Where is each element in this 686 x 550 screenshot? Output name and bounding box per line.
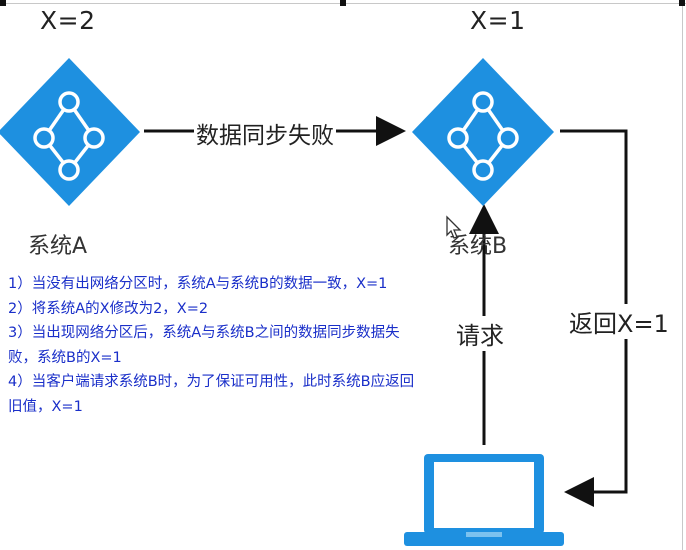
selection-handle-top-center[interactable] [340, 0, 346, 6]
system-b-label: 系统B [448, 234, 508, 259]
frame-right-border [682, 3, 683, 550]
note-item: 3）当出现网络分区后，系统A与系统B之间的数据同步数据失败，系统B的X=1 [8, 325, 400, 366]
selection-handle-top-left[interactable] [0, 0, 6, 6]
request-label: 请求 [456, 316, 504, 351]
laptop-icon [404, 454, 564, 546]
network-node-icon [412, 58, 554, 206]
network-node-icon [0, 58, 140, 206]
system-a-label: 系统A [28, 234, 88, 259]
system-b-value: X=1 [470, 6, 526, 35]
selection-handle-top-right[interactable] [679, 0, 685, 6]
sync-failed-label: 数据同步失败 [194, 116, 336, 150]
mouse-pointer-icon [446, 215, 462, 239]
note-item: 2）将系统A的X修改为2，X=2 [8, 300, 209, 317]
explanation-notes: 1）当没有出网络分区时，系统A与系统B的数据一致，X=1 2）将系统A的X修改为… [8, 272, 418, 419]
note-item: 4）当客户端请求系统B时，为了保证可用性，此时系统B应返回旧值，X=1 [8, 374, 415, 415]
system-a-value: X=2 [40, 6, 96, 35]
return-label: 返回X=1 [569, 304, 669, 339]
note-item: 1）当没有出网络分区时，系统A与系统B的数据一致，X=1 [8, 276, 388, 292]
